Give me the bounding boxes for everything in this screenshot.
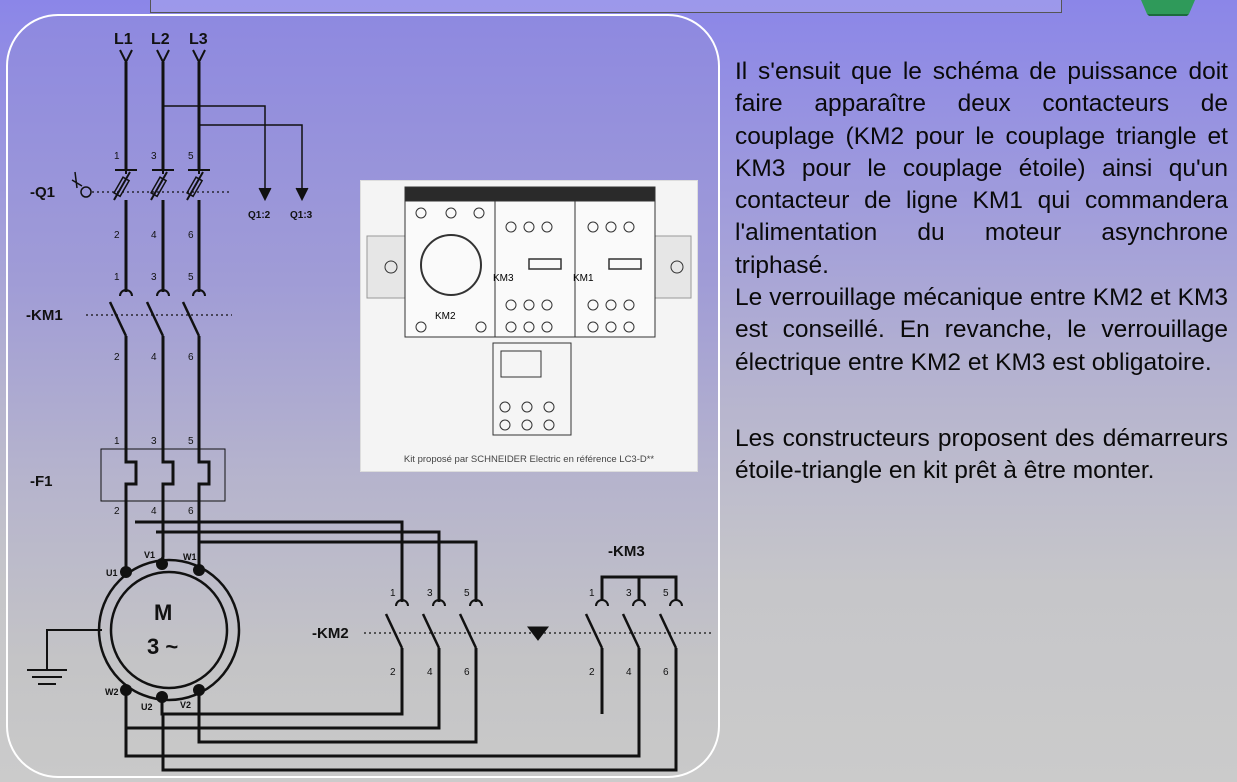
km1-terminal-4: 4 [151, 352, 157, 363]
km2-terminal-6: 6 [464, 667, 470, 678]
feed-label-q1-3: Q1:3 [290, 210, 313, 221]
motor-letter: M [154, 600, 172, 625]
km3-terminal-3: 3 [626, 588, 632, 599]
km3-terminal-5: 5 [663, 588, 669, 599]
q1-terminal-2: 2 [114, 230, 120, 241]
q1-terminal-6: 6 [188, 230, 194, 241]
phase-arrow-l2 [156, 49, 170, 65]
q1-terminal-1: 1 [114, 151, 120, 162]
motor-terminal-v1: V1 [144, 550, 155, 560]
q1-disconnector [71, 169, 232, 257]
km1-contactor [86, 257, 232, 427]
km1-terminal-1: 1 [114, 272, 120, 283]
starter-kit-drawing [366, 186, 692, 436]
feed-label-q1-2: Q1:2 [248, 210, 271, 221]
f1-label: -F1 [30, 473, 53, 490]
km2-terminal-2: 2 [390, 667, 396, 678]
km1-terminal-3: 3 [151, 272, 157, 283]
q1-terminal-5: 5 [188, 151, 194, 162]
starter-kit-picture: KM3 KM1 KM2 Kit proposé par SCHNEIDER El… [360, 180, 698, 472]
phase-label-l3: L3 [189, 31, 208, 48]
km3-contactor [584, 599, 683, 667]
feed-arrow-q1-3 [295, 187, 309, 202]
motor-terminal-v2: V2 [180, 700, 191, 710]
motor-terminal-u2: U2 [141, 702, 153, 712]
feed-arrow-q1-2 [258, 187, 272, 202]
q1-terminal-3: 3 [151, 151, 157, 162]
motor-terminal-w2: W2 [105, 687, 119, 697]
q1-terminal-4: 4 [151, 230, 157, 241]
phase-arrow-l3 [192, 49, 206, 65]
km1-terminal-5: 5 [188, 272, 194, 283]
km1-label: -KM1 [26, 307, 63, 324]
phase-arrow-l1 [119, 49, 133, 65]
paragraph-coupling-contactors: Il s'ensuit que le schéma de puissance d… [735, 58, 1228, 279]
f1-terminal-4: 4 [151, 506, 157, 517]
phase-label-l2: L2 [151, 31, 170, 48]
km2-terminal-5: 5 [464, 588, 470, 599]
kit-label-km3: KM3 [493, 273, 514, 284]
f1-terminal-2: 2 [114, 506, 120, 517]
km2-contactor [384, 592, 483, 667]
km2-terminal-1: 1 [390, 588, 396, 599]
motor-terminal-u1: U1 [106, 568, 118, 578]
motor-terminal-w1: W1 [183, 552, 197, 562]
f1-terminal-1: 1 [114, 436, 120, 447]
logo-icon [1141, 0, 1195, 16]
kit-caption: Kit proposé par SCHNEIDER Electric en ré… [403, 454, 655, 465]
motor-phase-label: 3 ~ [147, 634, 178, 659]
phase-label-l1: L1 [114, 31, 133, 48]
km3-terminal-6: 6 [663, 667, 669, 678]
paragraph-kit: Les constructeurs proposent des démarreu… [735, 424, 1228, 485]
schematic-panel: L1 L2 L3 Q1:2 Q1:3 1 3 5 [6, 14, 720, 778]
explanation-text: Il s'ensuit que le schéma de puissance d… [735, 56, 1228, 488]
motor-symbol [97, 558, 241, 703]
paragraph-gap [735, 379, 1228, 423]
f1-relay-heaters [124, 427, 211, 517]
km3-terminal-4: 4 [626, 667, 632, 678]
km3-terminal-1: 1 [589, 588, 595, 599]
kit-label-km2: KM2 [435, 311, 456, 322]
mechanical-interlock-icon [526, 626, 550, 641]
paragraph-interlocking: Le verrouillage mécanique entre KM2 et K… [735, 284, 1228, 376]
km2-label: -KM2 [312, 625, 349, 642]
power-schematic: L1 L2 L3 Q1:2 Q1:3 1 3 5 [26, 31, 712, 772]
q1-label: -Q1 [30, 184, 55, 201]
km1-terminal-6: 6 [188, 352, 194, 363]
top-frame [150, 0, 1062, 13]
km1-terminal-2: 2 [114, 352, 120, 363]
earth-icon [27, 629, 102, 685]
km2-terminal-3: 3 [427, 588, 433, 599]
km3-label: -KM3 [608, 543, 645, 560]
f1-terminal-3: 3 [151, 436, 157, 447]
f1-terminal-6: 6 [188, 506, 194, 517]
km2-terminal-4: 4 [427, 667, 433, 678]
f1-terminal-5: 5 [188, 436, 194, 447]
km3-terminal-2: 2 [589, 667, 595, 678]
kit-label-km1: KM1 [573, 273, 594, 284]
